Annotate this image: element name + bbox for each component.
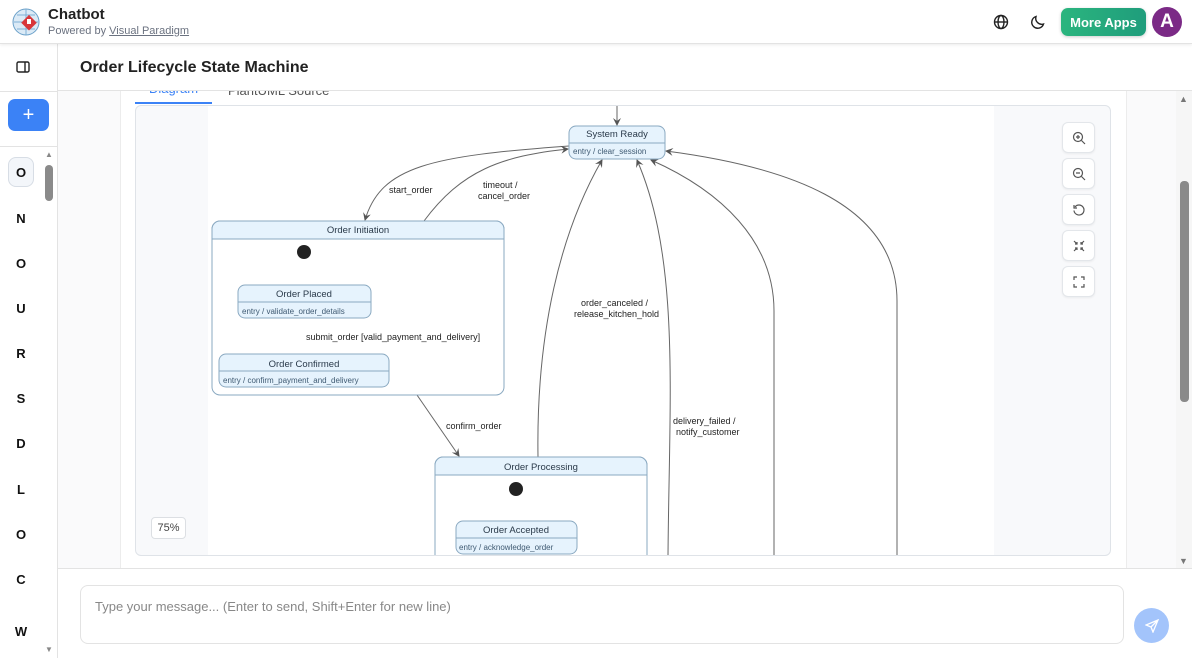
conversation-item[interactable]: W: [14, 623, 28, 639]
conversation-item[interactable]: O: [15, 526, 27, 542]
conversation-item[interactable]: L: [17, 481, 25, 497]
tab-diagram[interactable]: Diagram: [135, 91, 212, 104]
more-apps-button[interactable]: More Apps: [1061, 8, 1146, 36]
edge-start-order: [363, 145, 570, 221]
initial-pseudostate: [297, 245, 311, 259]
transition-label: confirm_order: [446, 421, 502, 431]
sidebar-toggle-icon[interactable]: [15, 59, 31, 80]
send-icon: [1144, 618, 1159, 633]
app-header: Chatbot Powered by Visual Paradigm More …: [0, 0, 1192, 44]
fullscreen-button[interactable]: [1062, 266, 1095, 297]
zoom-in-button[interactable]: [1062, 122, 1095, 153]
powered-by: Powered by Visual Paradigm: [48, 25, 189, 37]
new-chat-button[interactable]: +: [8, 99, 49, 131]
state-order-confirmed: [218, 353, 390, 388]
state-name: Order Placed: [276, 289, 332, 300]
state-name: Order Accepted: [483, 525, 549, 536]
zoom-out-icon: [1072, 167, 1085, 180]
app-title: Chatbot: [48, 6, 105, 23]
transition-label: submit_order [valid_payment_and_delivery…: [306, 332, 480, 342]
fit-to-screen-button[interactable]: [1062, 230, 1095, 261]
conversation-item[interactable]: C: [16, 571, 26, 587]
conversation-item[interactable]: N: [16, 210, 26, 226]
zoom-in-icon: [1072, 131, 1085, 144]
edge-to-system-ready: [650, 159, 775, 555]
state-name: Order Initiation: [327, 225, 389, 236]
conversation-item[interactable]: O: [8, 157, 34, 187]
user-avatar[interactable]: A: [1152, 7, 1182, 37]
powered-prefix: Powered by: [48, 25, 110, 37]
initial-pseudostate: [509, 482, 523, 496]
divider: [0, 146, 57, 147]
tab-plantuml-source[interactable]: PlantUML Source: [228, 91, 329, 104]
collapse-arrows-icon: [1073, 240, 1084, 251]
visual-paradigm-link[interactable]: Visual Paradigm: [109, 25, 190, 37]
entry-action: entry / confirm_payment_and_delivery: [223, 376, 359, 385]
conversation-item[interactable]: R: [16, 345, 26, 361]
state-name: Order Confirmed: [269, 359, 340, 370]
scroll-down-arrow-icon[interactable]: ▼: [45, 645, 53, 654]
state-name: Order Processing: [504, 462, 578, 473]
conversation-item[interactable]: S: [16, 390, 26, 406]
visual-paradigm-logo: [12, 8, 40, 36]
tabs: Diagram PlantUML Source: [120, 91, 1127, 105]
state-diagram: System Ready Order Initiation Order Plac…: [208, 106, 994, 555]
entry-action: entry / acknowledge_order: [459, 543, 554, 552]
entry-action: entry / clear_session: [573, 147, 646, 156]
entry-action: entry / validate_order_details: [242, 307, 345, 316]
message-input[interactable]: [80, 585, 1124, 644]
state-system-ready: [568, 125, 666, 160]
transition-label: order_canceled /: [581, 298, 649, 308]
title-bar: [58, 44, 1192, 91]
scroll-up-arrow-icon[interactable]: ▲: [45, 150, 53, 159]
edge-to-system-ready: [665, 147, 898, 555]
reset-icon: [1072, 204, 1085, 216]
scroll-up-arrow-icon[interactable]: ▲: [1179, 94, 1188, 104]
scroll-down-arrow-icon[interactable]: ▼: [1179, 556, 1188, 566]
globe-icon[interactable]: [991, 12, 1011, 32]
zoom-level: 75%: [151, 517, 186, 539]
main-scrollbar-thumb[interactable]: [1180, 181, 1189, 402]
fullscreen-icon: [1072, 275, 1085, 288]
transition-label: notify_customer: [676, 427, 740, 437]
edge-delivery-failed: [636, 159, 671, 555]
transition-label: timeout /: [483, 180, 518, 190]
state-order-placed: [237, 284, 372, 319]
divider: [0, 91, 57, 92]
diagram-viewport[interactable]: System Ready Order Initiation Order Plac…: [135, 105, 1111, 556]
transition-label: start_order: [389, 185, 433, 195]
transition-label: cancel_order: [478, 191, 530, 201]
conversation-item[interactable]: U: [16, 300, 26, 316]
page-title: Order Lifecycle State Machine: [80, 59, 309, 76]
reset-zoom-button[interactable]: [1062, 194, 1095, 225]
transition-label: release_kitchen_hold: [574, 309, 659, 319]
state-order-accepted: [455, 520, 578, 555]
sidebar-scrollbar[interactable]: [45, 165, 53, 201]
edge-order-canceled: [537, 159, 603, 458]
conversation-item[interactable]: O: [15, 255, 27, 271]
send-button[interactable]: [1134, 608, 1169, 643]
dark-mode-moon-icon[interactable]: [1028, 12, 1048, 32]
state-name: System Ready: [586, 129, 648, 140]
transition-label: delivery_failed /: [673, 416, 736, 426]
conversation-item[interactable]: D: [16, 435, 26, 451]
edge-timeout: [423, 145, 569, 222]
zoom-out-button[interactable]: [1062, 158, 1095, 189]
edge-confirm-order: [416, 394, 460, 457]
